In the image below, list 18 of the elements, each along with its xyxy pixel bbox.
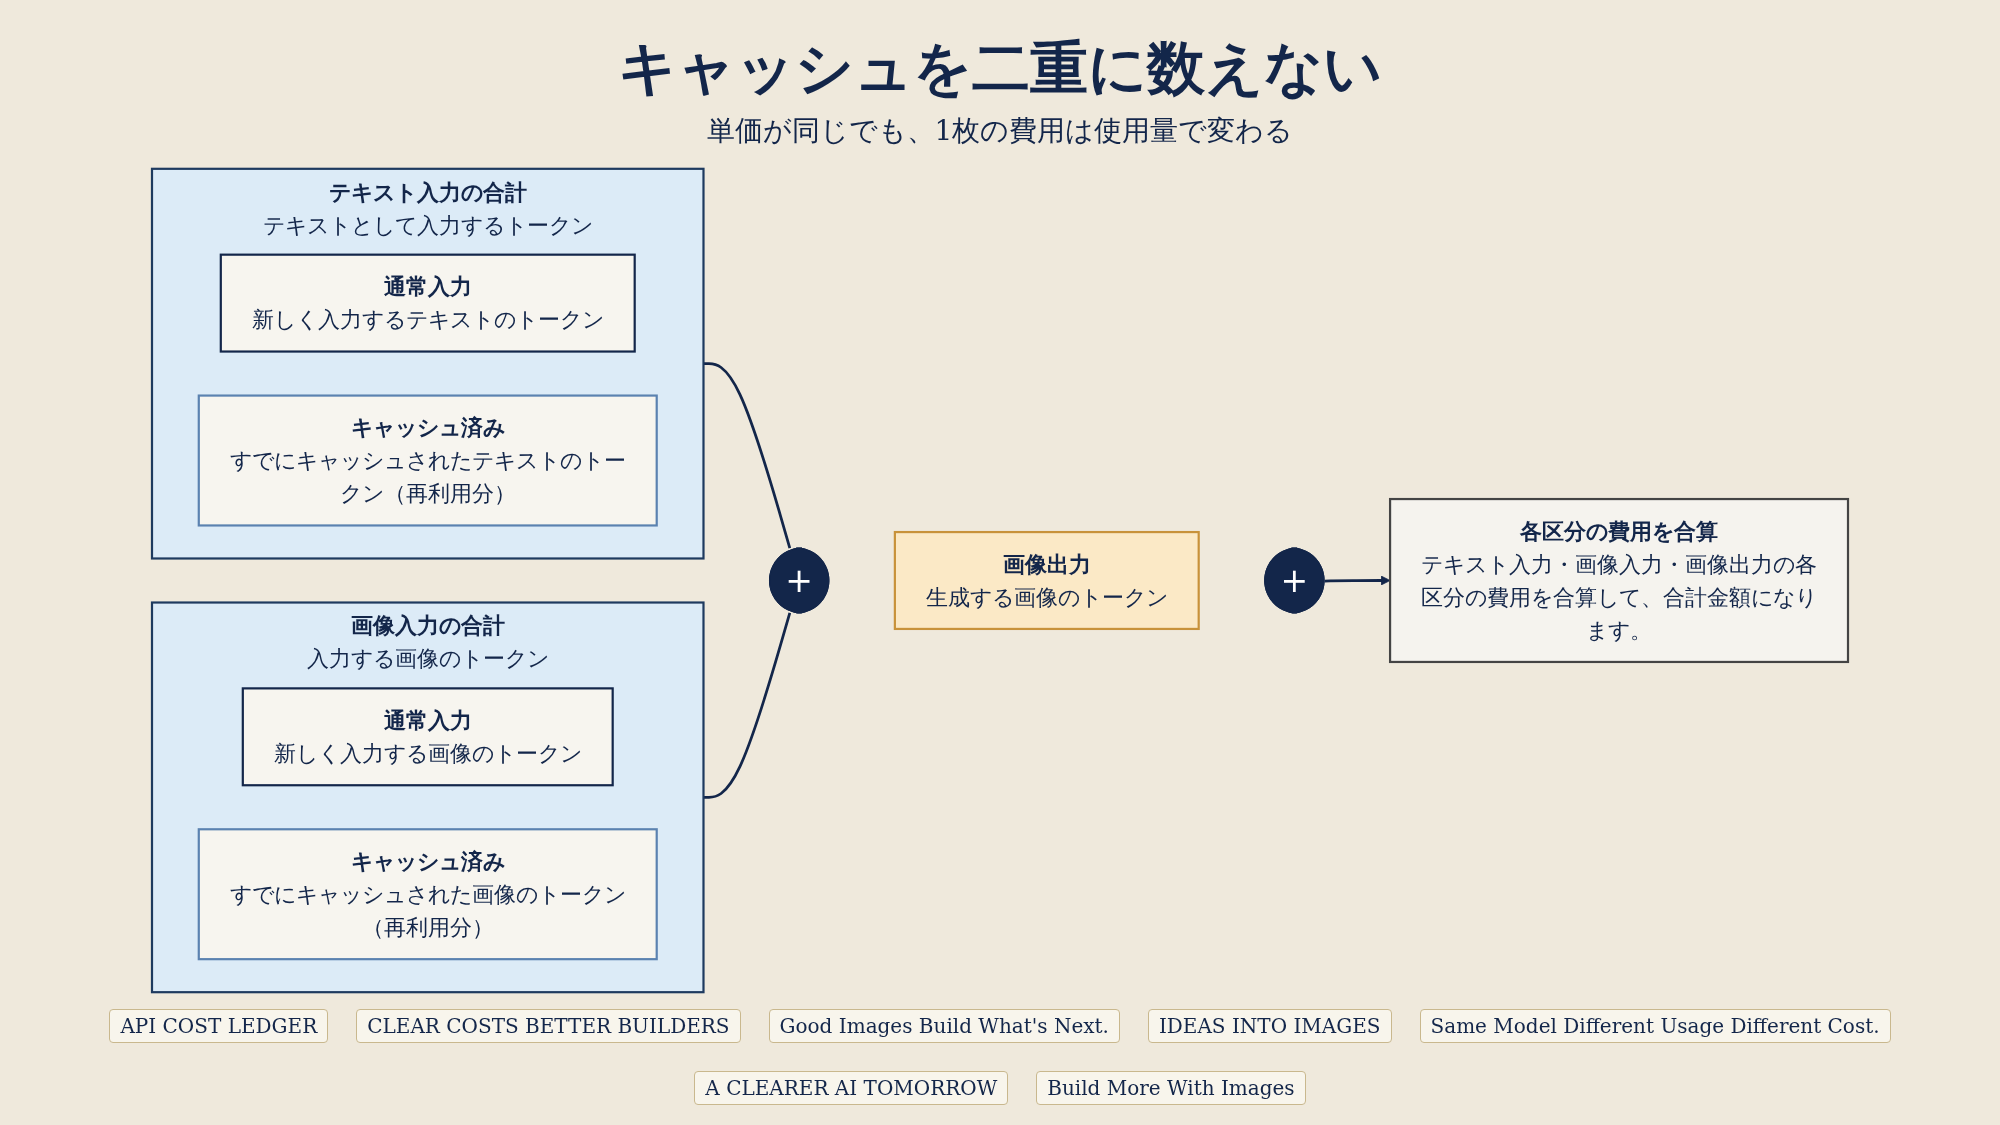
- node-box: 各区分の費用を合算 テキスト入力・画像入力・画像出力の各区分の費用を合算して、合計金額になります。: [1388, 497, 1850, 664]
- subtitle: 単価が同じでも、1枚の費用は使用量で変わる: [706, 113, 1294, 149]
- note-text: Good Images Build What's Next.: [768, 1009, 1120, 1043]
- node-box: 通常入力 新しく入力するテキストのトークン: [219, 253, 636, 353]
- note-text: API COST LEDGER: [109, 1009, 329, 1043]
- note-text: A CLEARER AI TOMORROW: [694, 1071, 1009, 1105]
- note-text: Build More With Images: [1036, 1071, 1306, 1105]
- note-text: CLEAR COSTS BETTER BUILDERS: [356, 1009, 741, 1043]
- node-box: キャッシュ済み すでにキャッシュされたテキストのトークン（再利用分）: [197, 394, 658, 527]
- arrow: [1324, 575, 1391, 586]
- note-text: Same Model Different Usage Different Cost.: [1419, 1009, 1891, 1043]
- connector: [703, 362, 792, 549]
- node-box: キャッシュ済み すでにキャッシュされた画像のトークン（再利用分）: [197, 828, 658, 961]
- note-text: IDEAS INTO IMAGES: [1147, 1009, 1392, 1043]
- node-box: 通常入力 新しく入力する画像のトークン: [241, 687, 614, 787]
- connector: [703, 612, 792, 799]
- node-box: 画像出力 生成する画像のトークン: [893, 530, 1200, 631]
- title: キャッシュを二重に数えない: [618, 33, 1382, 104]
